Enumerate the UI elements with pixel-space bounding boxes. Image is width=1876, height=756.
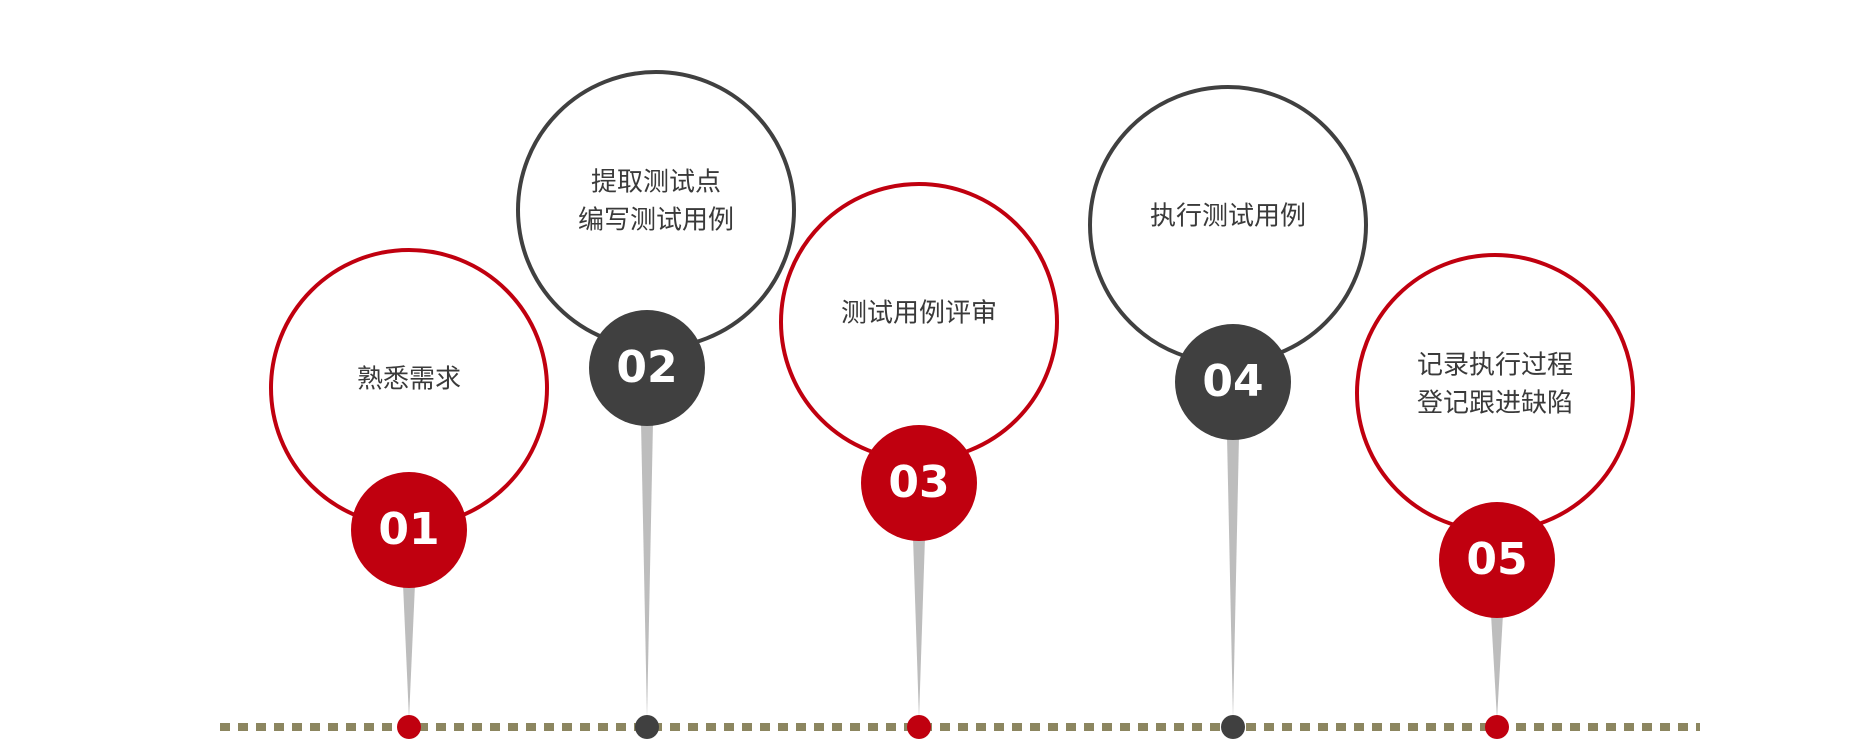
step-2-timeline-dot [635,715,659,739]
step-4-stem [1227,436,1239,719]
step-3-timeline-dot [907,715,931,739]
step-5-number-badge [1439,502,1555,618]
step-3: 测试用例评审 03 [779,182,1059,739]
step-3-number-badge [861,425,977,541]
step-4-label-line-1: 执行测试用例 [1150,202,1306,232]
step-2-label-line-2: 编写测试用例 [578,206,734,236]
step-1-stem [403,584,415,719]
step-1-number: 01 [378,504,439,555]
step-4: 执行测试用例 04 [1088,85,1368,739]
step-5-timeline-dot [1485,715,1509,739]
step-2-label-line-1: 提取测试点 [591,168,721,198]
step-4-number: 04 [1202,356,1263,407]
step-2-number-badge [589,310,705,426]
step-1-timeline-dot [397,715,421,739]
step-3-label-line-1: 测试用例评审 [841,299,997,329]
step-5-label-line-1: 记录执行过程 [1417,351,1573,381]
step-3-number: 03 [888,457,949,508]
step-5-number: 05 [1466,534,1527,585]
step-1-number-badge [351,472,467,588]
step-1: 熟悉需求 01 [269,248,549,739]
step-5-stem [1491,614,1503,719]
step-2-stem [641,422,653,719]
step-1-label-line-1: 熟悉需求 [357,365,461,395]
step-4-timeline-dot [1221,715,1245,739]
step-4-number-badge [1175,324,1291,440]
step-2-number: 02 [616,342,677,393]
step-3-stem [913,537,925,719]
step-5-label-line-2: 登记跟进缺陷 [1417,389,1573,419]
